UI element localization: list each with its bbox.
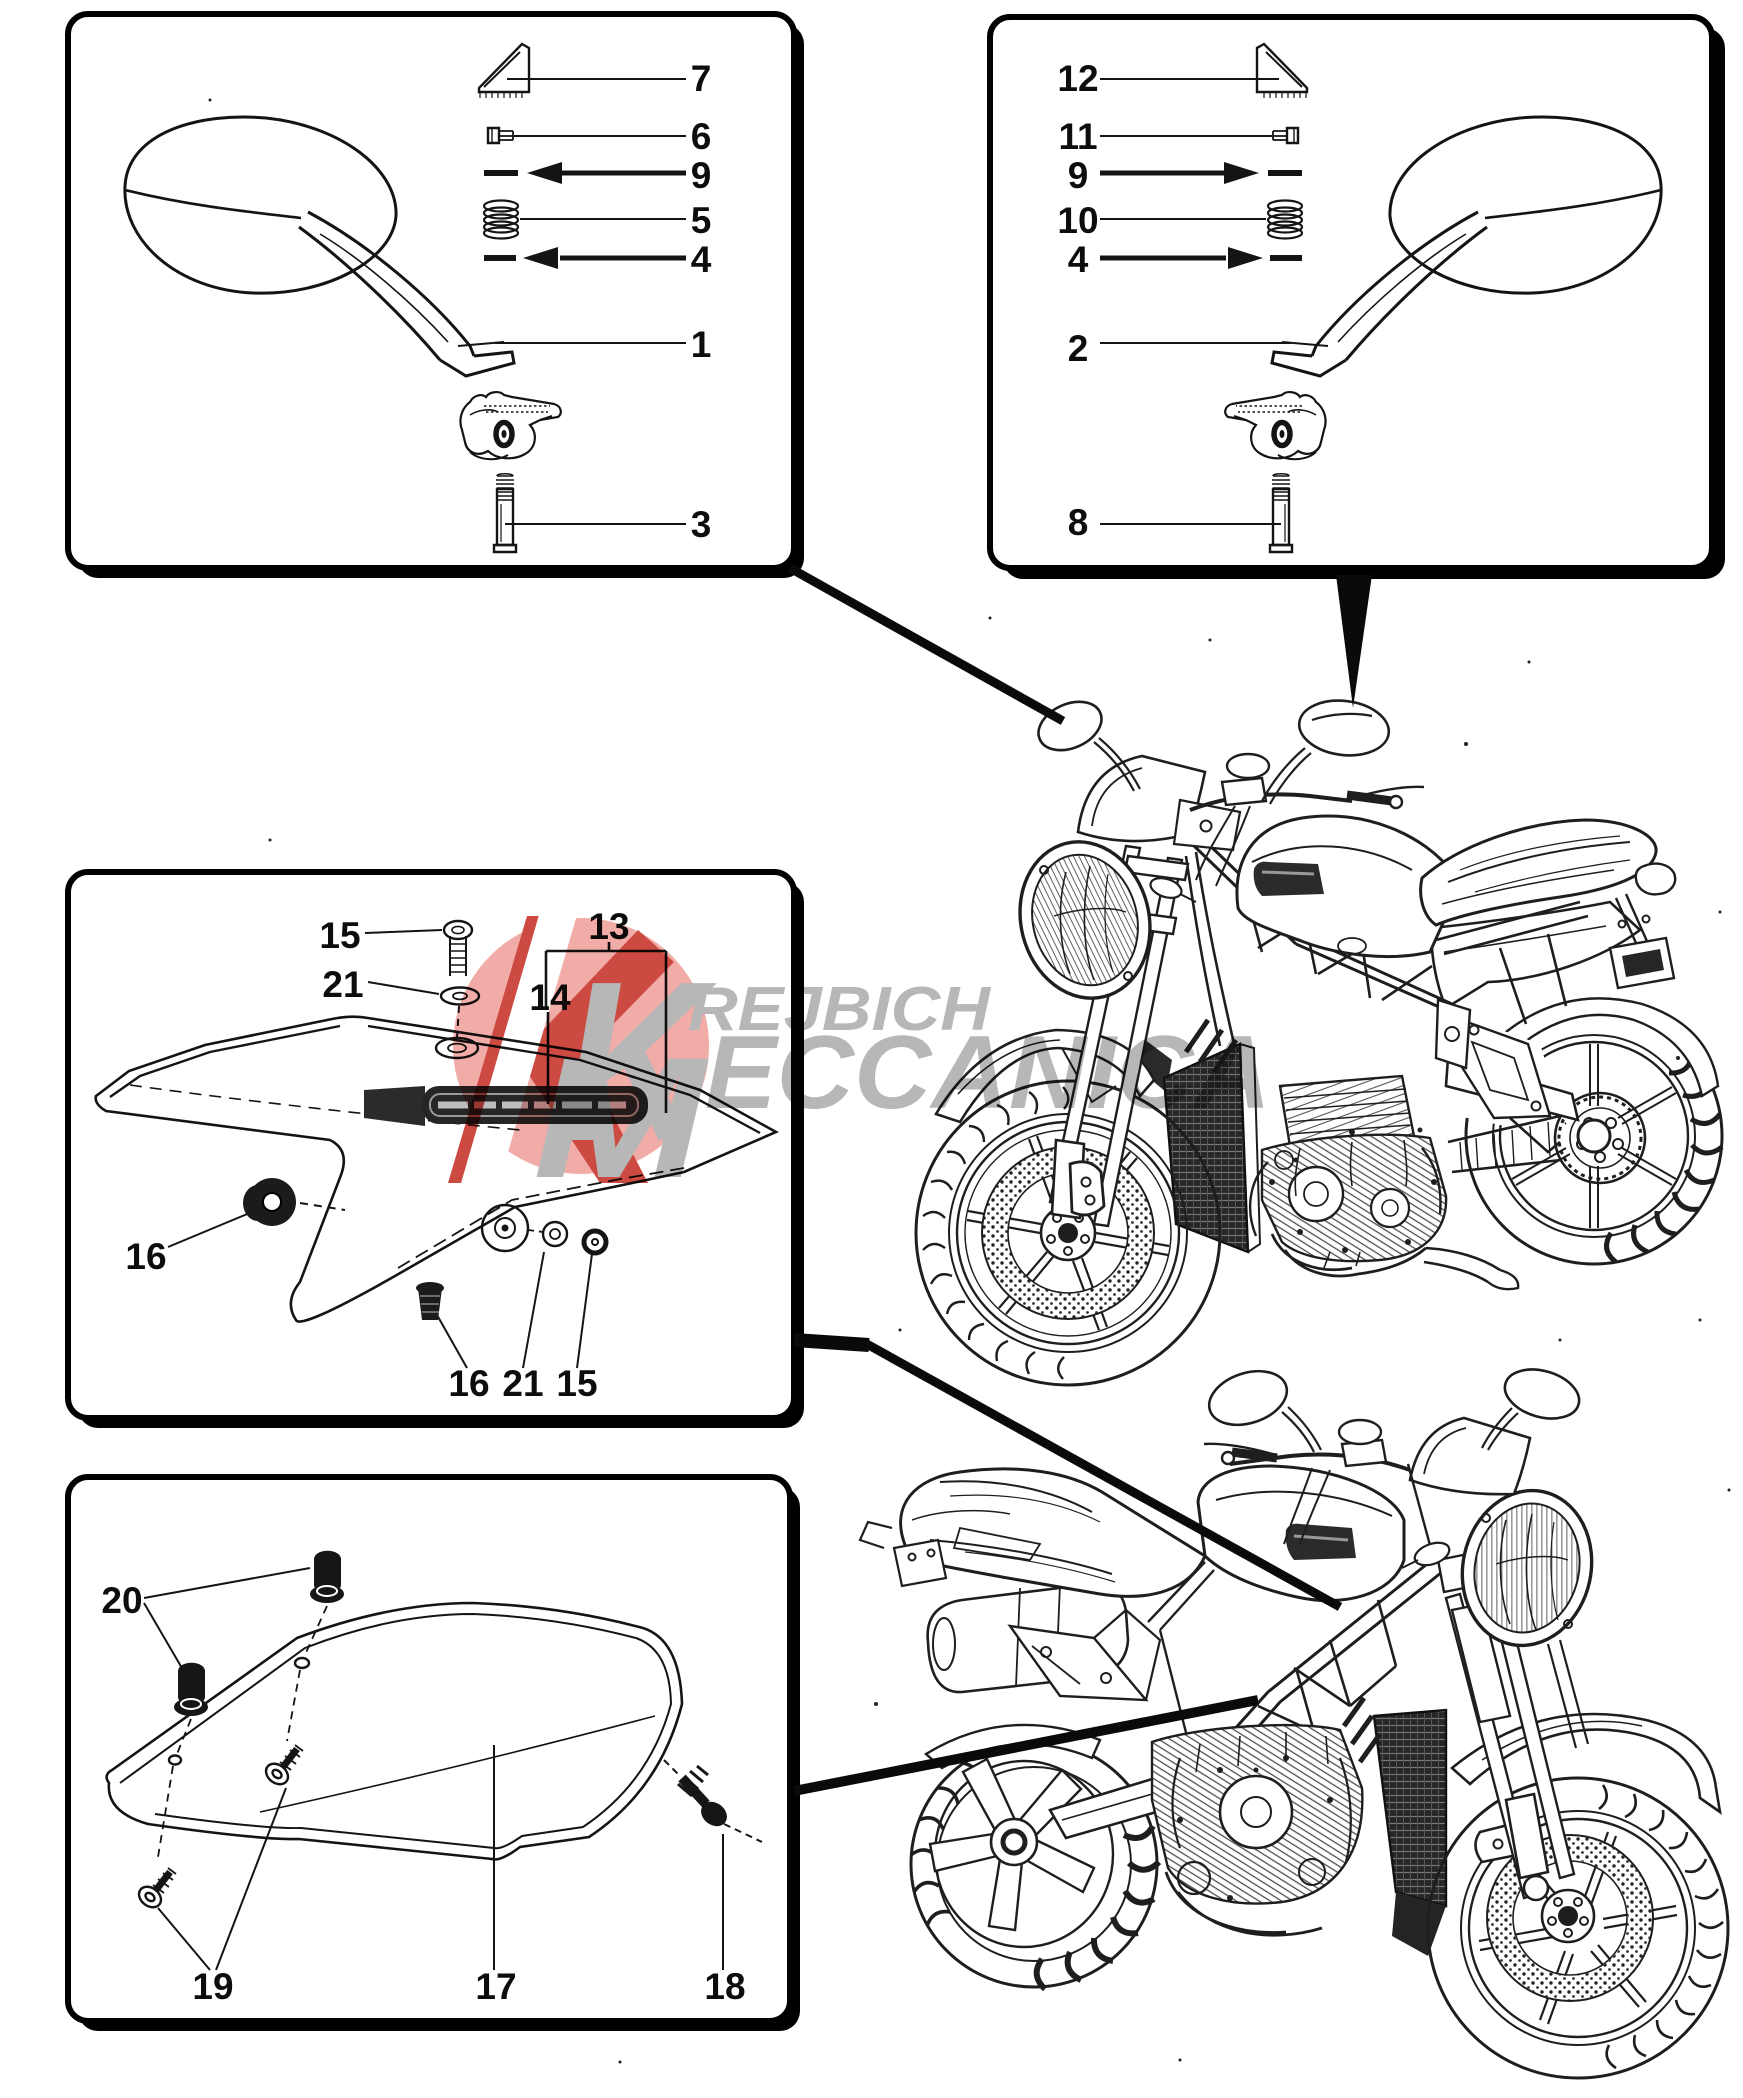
svg-text:K: K [563,935,717,1189]
svg-text:M: M [533,1022,709,1214]
svg-text:2: 2 [1068,328,1089,369]
svg-text:11: 11 [1058,116,1097,157]
svg-text:7: 7 [691,58,712,99]
svg-text:21: 21 [502,1363,543,1404]
svg-text:8: 8 [1068,502,1089,543]
svg-text:REJBICH: REJBICH [688,975,991,1044]
svg-text:ECCANICA: ECCANICA [705,1015,1271,1131]
svg-text:15: 15 [556,1363,597,1404]
svg-text:15: 15 [319,915,360,956]
svg-text:5: 5 [691,200,712,241]
svg-text:6: 6 [691,116,712,157]
svg-text:9: 9 [1068,155,1089,196]
svg-text:19: 19 [192,1966,233,2007]
svg-text:4: 4 [1068,239,1089,280]
svg-text:16: 16 [448,1363,489,1404]
svg-text:20: 20 [101,1580,142,1621]
svg-text:16: 16 [125,1236,166,1277]
svg-text:12: 12 [1057,58,1098,99]
svg-text:1: 1 [691,324,712,365]
svg-text:21: 21 [322,964,363,1005]
svg-text:10: 10 [1057,200,1098,241]
svg-text:3: 3 [691,504,712,545]
svg-text:4: 4 [691,239,712,280]
svg-text:9: 9 [691,155,712,196]
svg-text:18: 18 [704,1966,745,2007]
svg-text:17: 17 [475,1966,516,2007]
